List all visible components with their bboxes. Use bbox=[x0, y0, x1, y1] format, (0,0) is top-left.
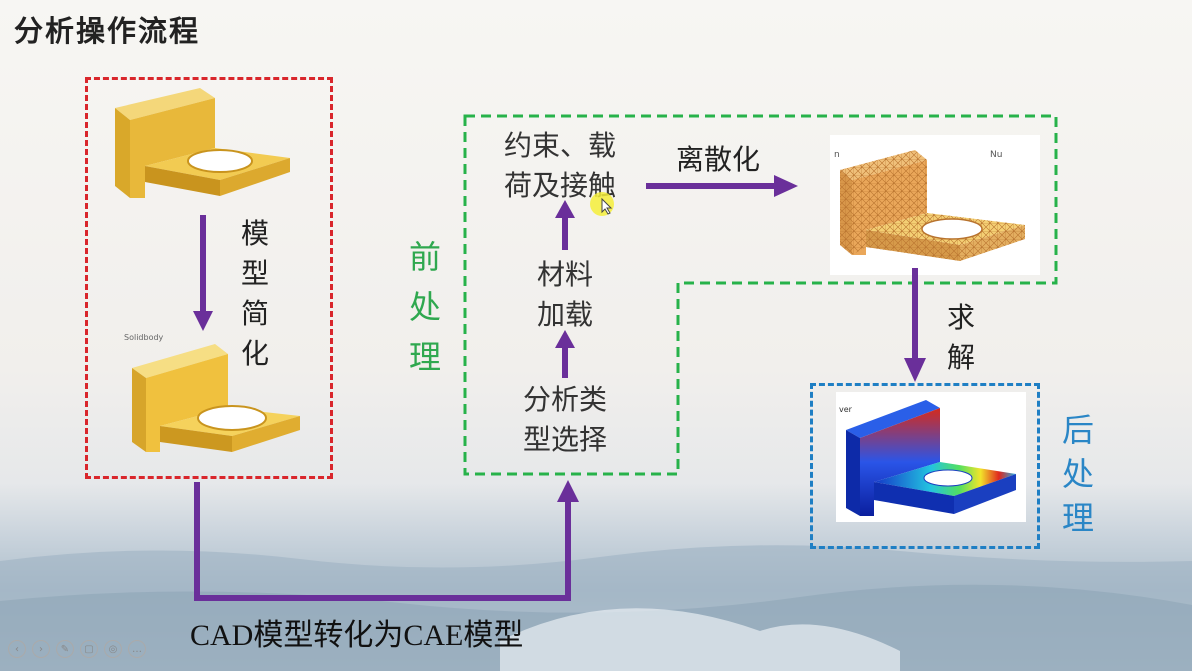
solve-char: 解 bbox=[946, 341, 975, 374]
solve-label: 求 解 bbox=[944, 298, 978, 378]
model-simplify-char: 化 bbox=[240, 337, 269, 370]
material-line: 材料 bbox=[536, 258, 593, 291]
material-to-constraints-arrow bbox=[555, 200, 575, 250]
post-process-char: 后 bbox=[1061, 411, 1094, 449]
material-label: 材料 加载 bbox=[510, 255, 620, 335]
post-process-char: 理 bbox=[1061, 499, 1094, 537]
discretize-label: 离散化 bbox=[675, 143, 760, 176]
analysis-type-line: 分析类 bbox=[522, 383, 607, 416]
prev-icon[interactable]: ‹ bbox=[8, 640, 26, 658]
cad-part-simplified-image: Solidbody bbox=[124, 333, 300, 452]
solve-char: 求 bbox=[946, 301, 975, 334]
post-process-label: 后 处 理 bbox=[1058, 408, 1098, 540]
pre-process-char: 前 bbox=[408, 238, 441, 276]
constraints-line: 约束、载 bbox=[503, 129, 616, 162]
result-tag: ver bbox=[839, 405, 853, 414]
next-icon[interactable]: › bbox=[32, 640, 50, 658]
model-simplify-label: 模 型 简 化 bbox=[238, 214, 272, 374]
cad-model-box bbox=[85, 77, 333, 479]
slideshow-toolbar: ‹ › ✎ ▢ ◎ … bbox=[8, 640, 146, 658]
post-process-box bbox=[810, 383, 1040, 549]
cursor-icon bbox=[590, 192, 614, 216]
zoom-icon[interactable]: ◎ bbox=[104, 640, 122, 658]
more-icon[interactable]: … bbox=[128, 640, 146, 658]
pre-process-char: 处 bbox=[408, 288, 441, 326]
cad-to-cae-label: CAD模型转化为CAE模型 bbox=[190, 619, 524, 652]
analysis-type-label: 分析类 型选择 bbox=[500, 380, 630, 460]
model-simplify-char: 型 bbox=[240, 257, 269, 290]
simplify-arrow bbox=[193, 215, 213, 331]
sea-background bbox=[0, 545, 1192, 671]
pre-process-char: 理 bbox=[408, 338, 441, 376]
cad-to-cae-connector-arrow bbox=[194, 480, 579, 601]
discretize-arrow bbox=[646, 175, 798, 197]
mesh-tag-right: Nu bbox=[990, 150, 1002, 160]
model-simplify-char: 简 bbox=[240, 297, 269, 330]
pre-process-box bbox=[463, 114, 1058, 476]
simplified-tag: Solidbody bbox=[124, 333, 164, 342]
material-line: 加载 bbox=[536, 298, 593, 331]
analysis-type-line: 型选择 bbox=[522, 423, 607, 456]
result-contour-image: ver bbox=[836, 392, 1026, 522]
page-title: 分析操作流程 bbox=[14, 14, 201, 48]
mesh-model-image: n Nu bbox=[830, 135, 1040, 275]
cad-part-original-image bbox=[115, 88, 290, 198]
pen-icon[interactable]: ✎ bbox=[56, 640, 74, 658]
copy-icon[interactable]: ▢ bbox=[80, 640, 98, 658]
type-to-material-arrow bbox=[555, 330, 575, 378]
pre-process-label: 前 处 理 bbox=[405, 232, 445, 382]
solve-arrow bbox=[904, 268, 926, 382]
model-simplify-char: 模 bbox=[240, 217, 269, 250]
mesh-tag-left: n bbox=[834, 150, 840, 160]
post-process-char: 处 bbox=[1061, 455, 1094, 493]
